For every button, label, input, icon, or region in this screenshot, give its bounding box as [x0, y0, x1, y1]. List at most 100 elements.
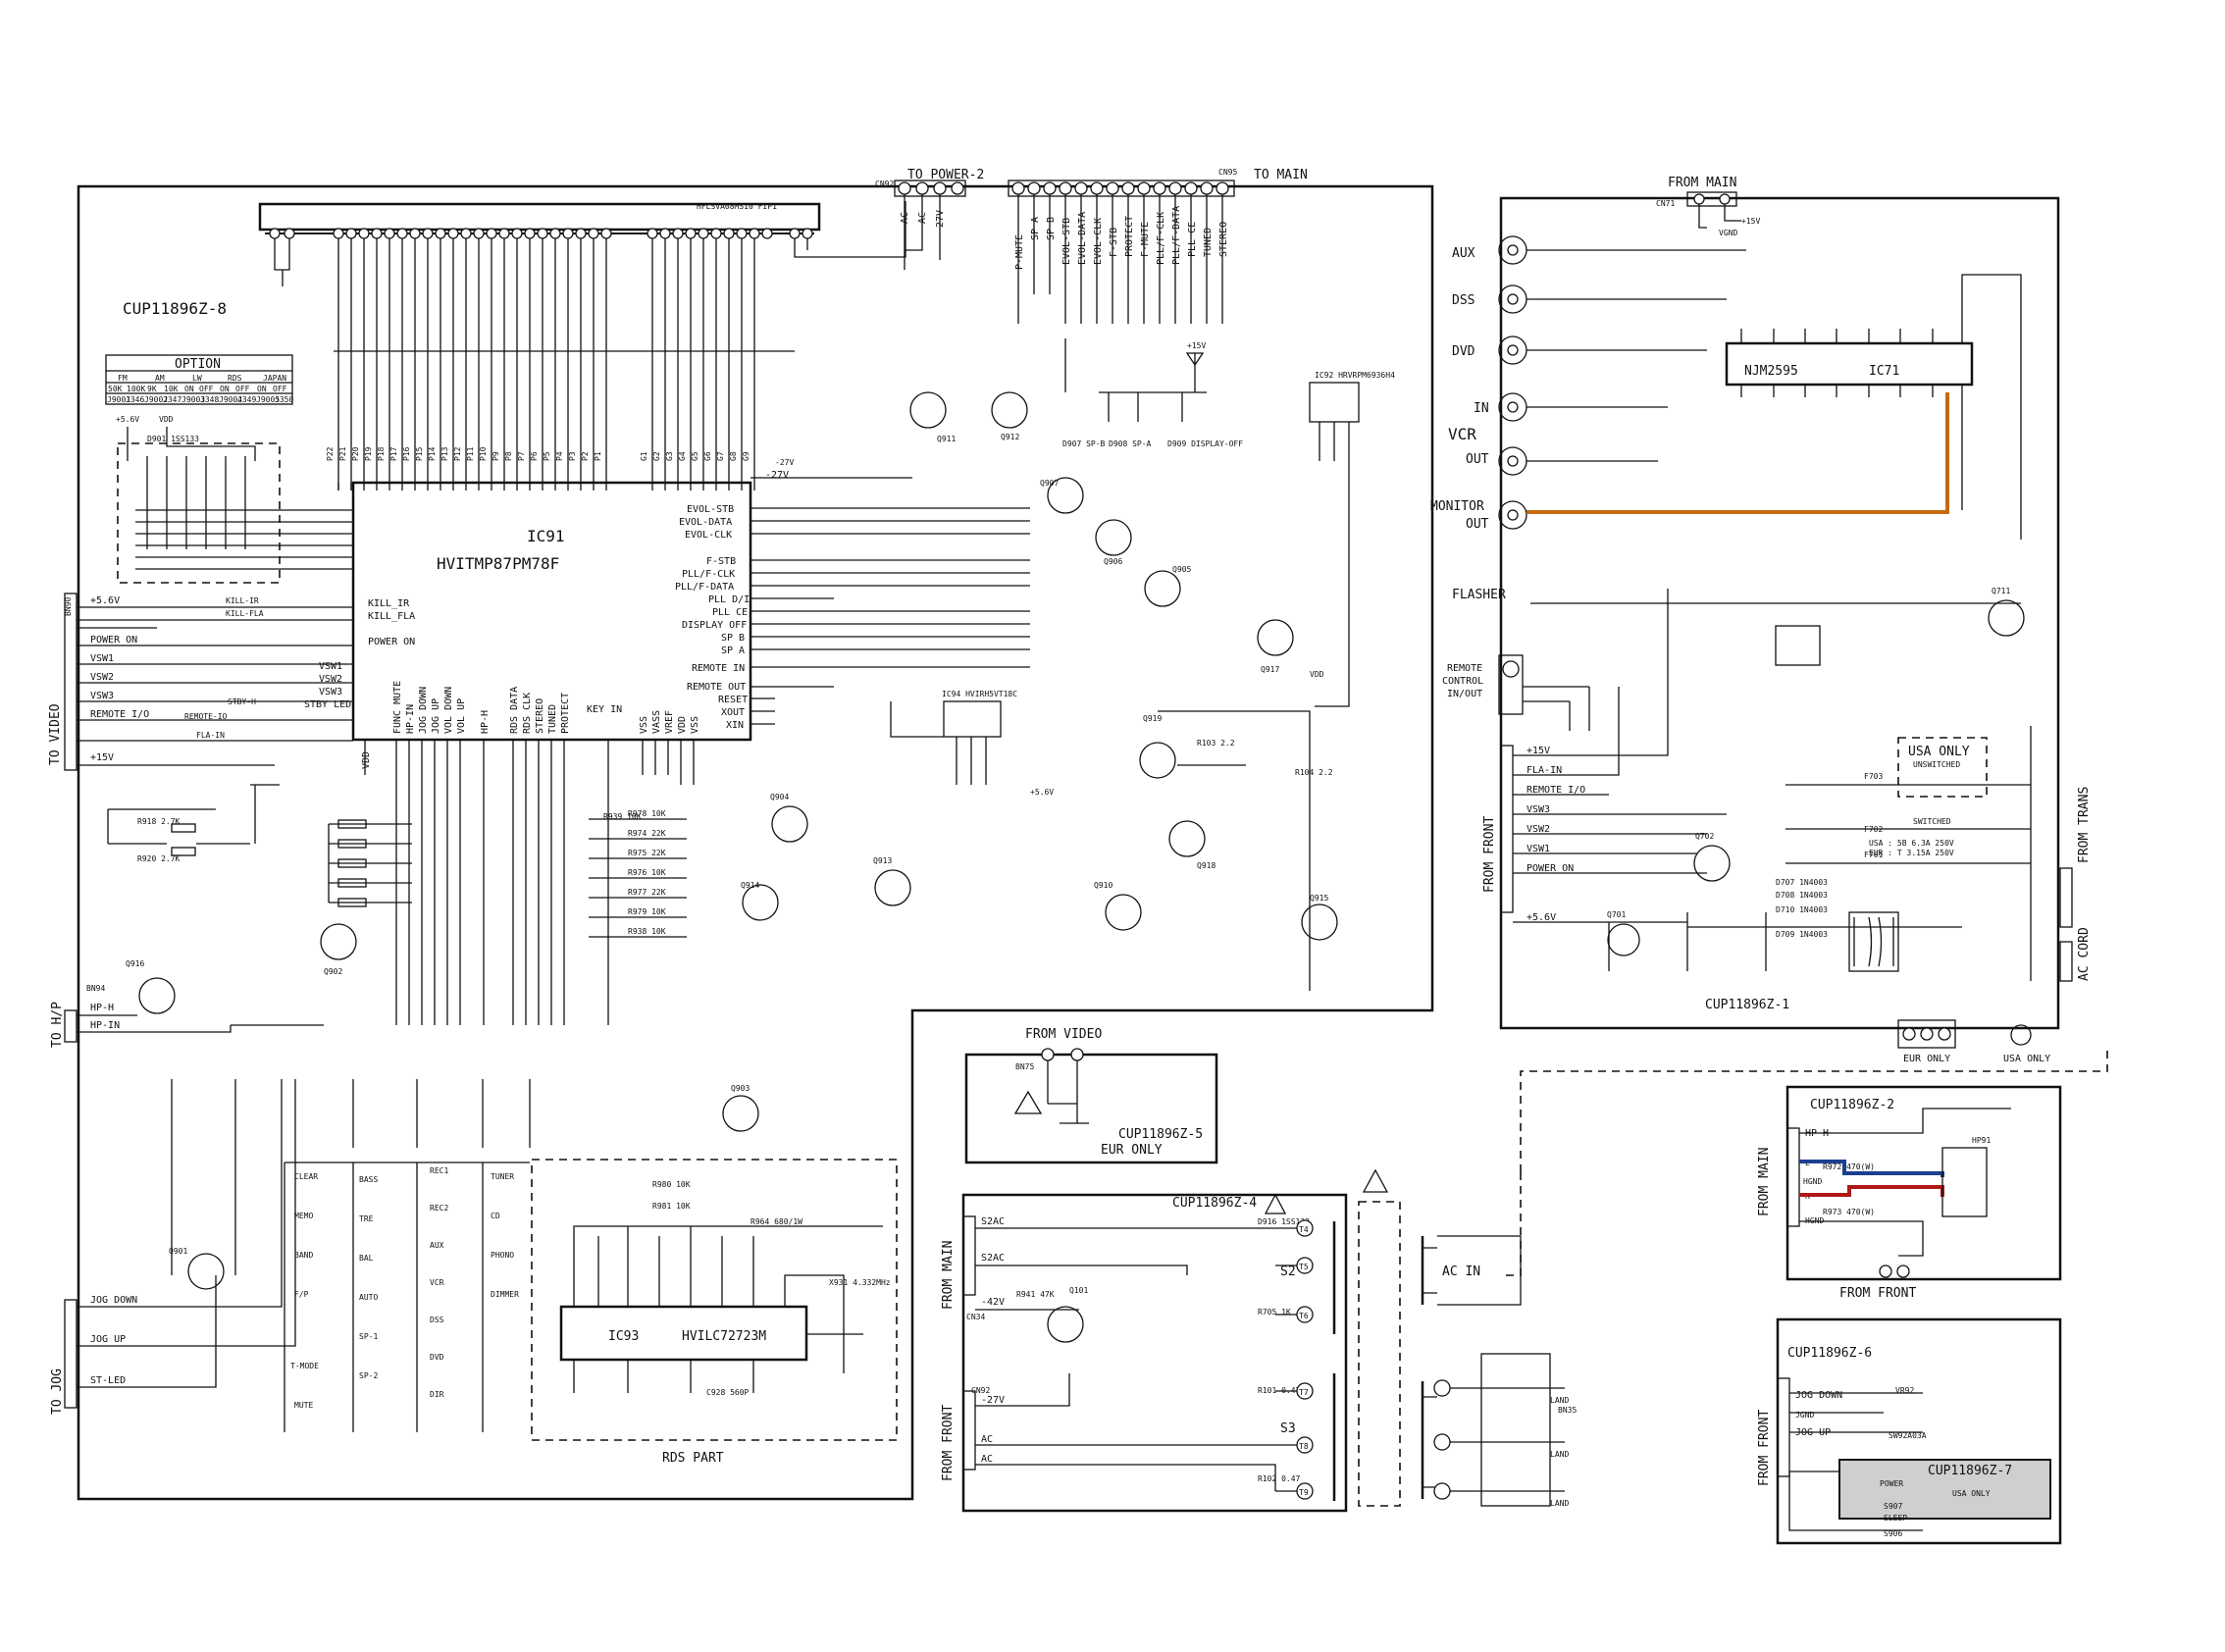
grid-label: P16	[402, 446, 411, 461]
ic91-bottom-pin: RDS CLK	[522, 693, 533, 734]
connector-to-main: TO MAIN CN95 P-MUTE SP A SP B EVOL-STB E…	[1008, 168, 1308, 324]
ic91-bottom-pin: PROTECT	[560, 693, 571, 734]
key-label: MEMO	[294, 1212, 313, 1220]
ic91-left-pin: KILL_IR	[368, 598, 410, 609]
option-value: ON	[257, 385, 267, 393]
jgnd-label: JGND	[1795, 1411, 1814, 1420]
grid-label: P6	[530, 451, 539, 461]
from-video-label: FROM VIDEO	[1025, 1027, 1102, 1042]
key-label: SP-2	[359, 1371, 378, 1380]
switch-label: S906	[1884, 1529, 1902, 1538]
ic91-left-pin: STBY LED	[304, 699, 351, 710]
ic91-right-pin: REMOTE IN	[692, 663, 745, 674]
key-label: BAND	[294, 1251, 313, 1260]
unswitched-label: UNSWITCHED	[1913, 760, 1960, 769]
grid-label: P15	[415, 446, 424, 461]
rca-inputs: AUX DSS DVD IN VCR OUT MONITOR OUT	[1430, 235, 1949, 532]
board-label-1: CUP11896Z-1	[1705, 998, 1789, 1012]
transistors-front: Q911 Q912 Q906 Q907 Q905 Q917 Q919 Q918 …	[126, 391, 1338, 1290]
power-pin-label: -27V	[981, 1395, 1005, 1406]
connector-to-video: TO VIDEO BN90 +5.6V POWER ON VSW1 VSW2 V…	[48, 593, 353, 771]
grid-label: G5	[691, 451, 699, 461]
grid-label: P8	[504, 451, 513, 461]
option-value: 10K	[164, 385, 179, 393]
video-net-label: FLA-IN	[196, 731, 225, 740]
grid-label: P14	[428, 446, 437, 461]
option-code: J9004	[219, 395, 242, 404]
diode-label: D909 DISPLAY-OFF	[1167, 439, 1243, 448]
part-label: R705 1K	[1258, 1308, 1291, 1316]
from-front-label: FROM FRONT	[1482, 816, 1497, 893]
part-label: R104 2.2	[1295, 768, 1333, 777]
fuse-label: F761	[1864, 851, 1883, 859]
jog-pin-label: JOG DOWN	[1795, 1390, 1842, 1401]
power-transformer: AC IN BN35 LAND LAND LAND	[1332, 1168, 1577, 1508]
eur-only-label: EUR ONLY	[1101, 1143, 1163, 1158]
diode-label: D707 1N4003	[1776, 878, 1828, 887]
power-pin-label: -42V	[981, 1297, 1005, 1308]
grid-label: G9	[742, 451, 750, 461]
power-pin-label: S2AC	[981, 1253, 1005, 1264]
part-label: R941 47K	[1016, 1290, 1055, 1299]
key-label: AUX	[430, 1241, 444, 1250]
grid-label: P3	[568, 451, 577, 461]
ic92-label: IC92 HRVRPM6936H4	[1315, 371, 1395, 380]
front-pin-label: VSW2	[1526, 824, 1550, 835]
ic91-right-pin: DISPLAY OFF	[682, 620, 747, 631]
front-pin-label: FLA-IN	[1526, 765, 1562, 776]
part-label: C928 560P	[706, 1388, 750, 1397]
ic91-microcontroller: IC91 HVITMP87PM78F -27V EVOL-STB EVOL-DA…	[304, 470, 1030, 1025]
ic91-bottom-pin: RDS DATA	[509, 687, 520, 734]
from-front-power: FROM FRONT +15V FLA-IN REMOTE I/O VSW3 V…	[1482, 587, 2092, 1064]
interconnect-dashed	[1520, 1045, 2108, 1172]
video-pin-label: REMOTE I/O	[90, 709, 149, 720]
front-pin-label: REMOTE I/O	[1526, 785, 1585, 796]
video-pin-label: +5.6V	[90, 595, 120, 606]
flasher-remote: FLASHER REMOTE CONTROL IN/OUT	[1442, 588, 2025, 731]
option-value: 50K	[108, 385, 123, 393]
bn90-label: BN90	[64, 597, 73, 616]
rail-label: +15V	[1187, 341, 1206, 350]
grid-label: P2	[581, 451, 590, 461]
grid-label: G3	[665, 451, 674, 461]
option-code: J9005	[256, 395, 280, 404]
ic91-bottom-pin: VSS	[690, 716, 700, 734]
video-pin-label: +15V	[90, 752, 114, 763]
transistor-label: Q907	[1040, 479, 1059, 488]
diode-label: D709 1N4003	[1776, 930, 1828, 939]
terminal-label: T5	[1299, 1263, 1309, 1271]
grid-label: G2	[652, 451, 661, 461]
key-label: T-MODE	[290, 1362, 319, 1370]
display-pins	[269, 228, 813, 239]
part-label: R974 22K	[628, 829, 666, 838]
main-pin-label: EVOL-DATA	[1077, 212, 1088, 265]
ic91-right-pin: RESET	[718, 695, 748, 705]
option-value: OFF	[235, 385, 250, 393]
rail-label: +5.6V	[116, 415, 139, 424]
cn92-label: CN92	[971, 1386, 990, 1395]
part-label: R939 10K	[603, 812, 642, 821]
ic91-left-pin: VSW1	[319, 661, 342, 672]
part-label: X931 4.332MHz	[829, 1278, 891, 1287]
board-label-8: CUP11896Z-8	[123, 299, 227, 318]
ac-in-label: AC IN	[1442, 1265, 1480, 1279]
ic71-video-switch: NJM2595 IC71	[1725, 274, 2022, 540]
part-label: R103 2.2	[1197, 739, 1235, 748]
video-net-label: KILL-IR	[226, 596, 259, 605]
part-label: R938 10K	[628, 927, 666, 936]
ic91-right-pin: PLL/F-DATA	[675, 582, 734, 593]
part-label: R975 22K	[628, 849, 666, 857]
grid-label: P1	[594, 451, 602, 461]
transistor-label: Q906	[1104, 557, 1122, 566]
board-from-video: FROM VIDEO BN75 CUP11896Z-5 EUR ONLY	[964, 1027, 1218, 1164]
key-label: F/P	[294, 1290, 309, 1299]
grid-label: P21	[338, 446, 347, 461]
board-power-supply: CUP11896Z-4 FROM MAIN FROM FRONT S2AC S2…	[941, 1193, 1348, 1513]
key-label: TUNER	[491, 1172, 514, 1181]
board-jog: CUP11896Z-6 FROM FRONT JOG DOWN JOG UP J…	[1757, 1317, 2062, 1545]
grid-label: G4	[678, 451, 687, 461]
ic93-part: HVILC72723M	[682, 1329, 766, 1344]
ic91-bottom-pin: JOG DOWN	[418, 687, 429, 734]
ic91-bottom-pin: JOG UP	[431, 698, 441, 734]
ic91-left-pin: VSW2	[319, 674, 342, 685]
